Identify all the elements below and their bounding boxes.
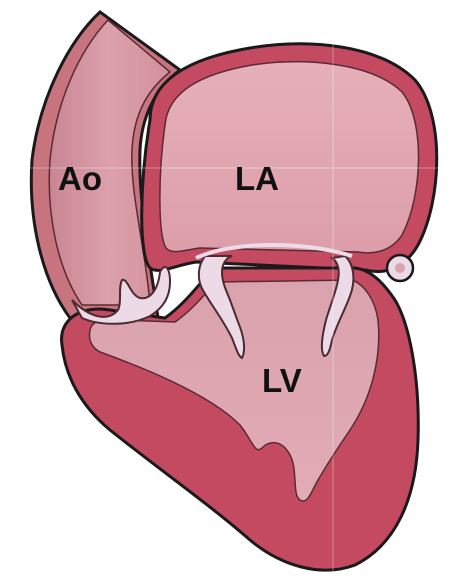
label-left-ventricle: LV — [262, 362, 302, 399]
left-atrium-lumen — [160, 62, 419, 253]
label-left-atrium: LA — [235, 160, 279, 197]
coronary-vessel-lumen — [395, 263, 405, 273]
label-aorta: Ao — [58, 160, 102, 197]
